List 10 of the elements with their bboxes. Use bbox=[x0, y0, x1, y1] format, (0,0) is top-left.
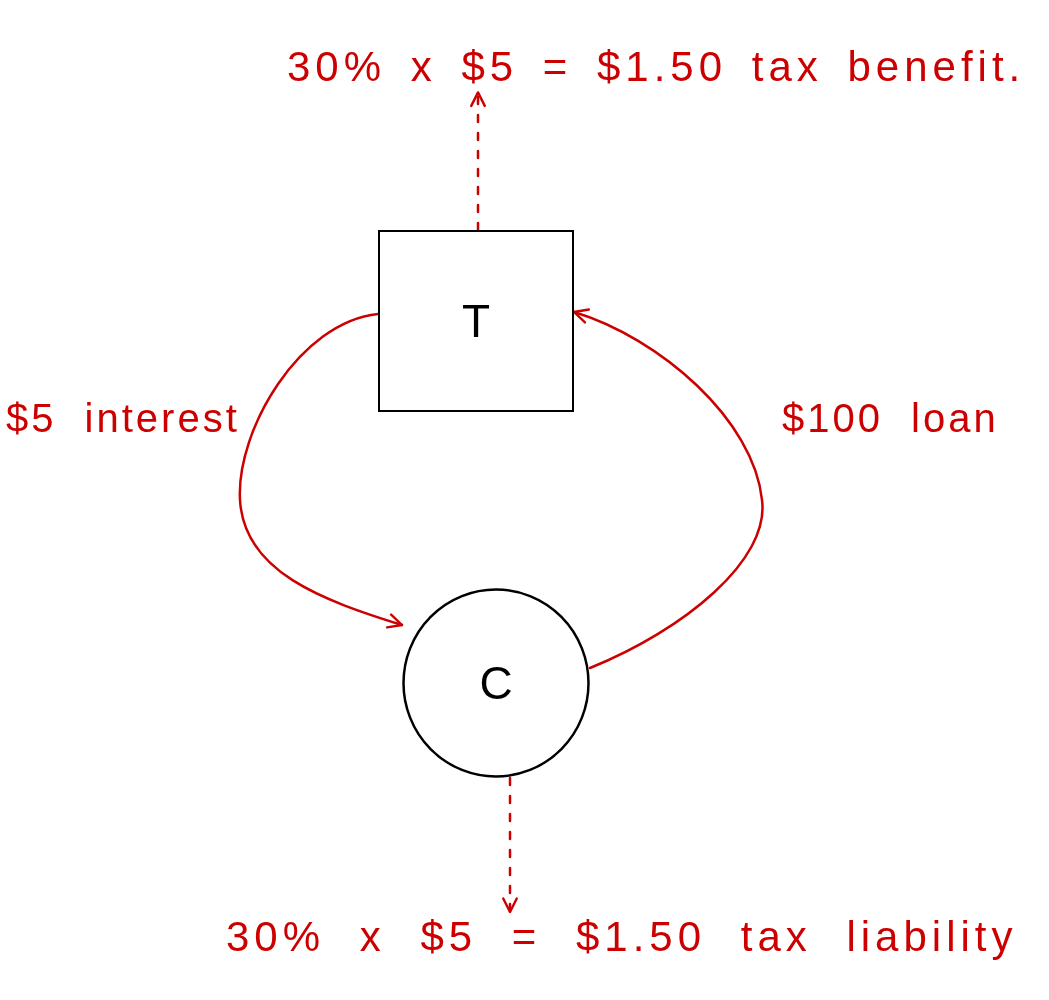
square-node bbox=[378, 230, 574, 412]
formula-text: 30% x $5 = $1.50 tax liability bbox=[226, 912, 1018, 963]
circle-node bbox=[402, 588, 590, 778]
node-letter: C bbox=[479, 656, 513, 710]
formula-text: 30% x $5 = $1.50 tax benefit. bbox=[287, 42, 1026, 93]
dashed-arrow bbox=[502, 776, 518, 914]
dashed-arrow bbox=[470, 91, 486, 232]
arrow bbox=[572, 308, 764, 670]
node-letter: T bbox=[461, 294, 491, 348]
arrow bbox=[238, 312, 404, 629]
